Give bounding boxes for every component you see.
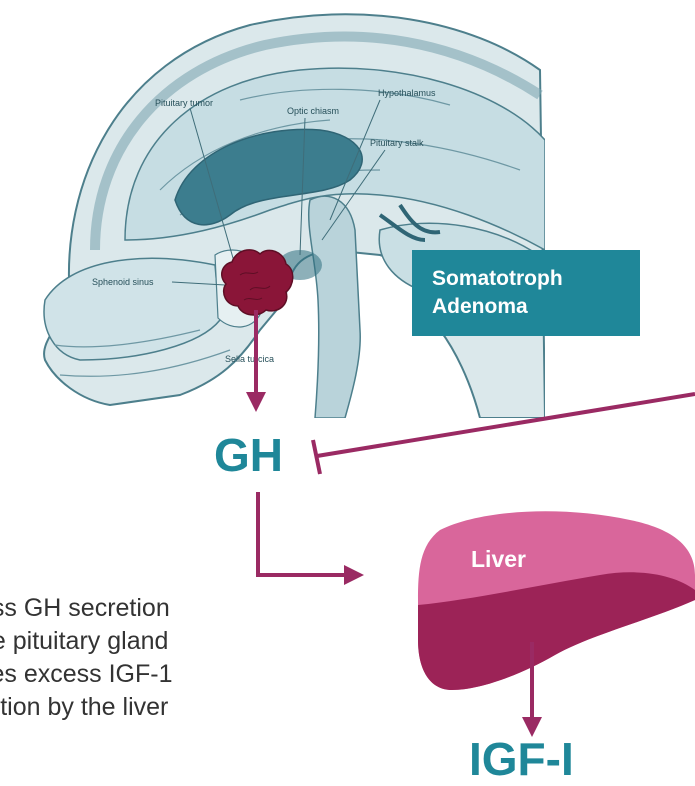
description-line-1: ess GH secretion: [0, 592, 338, 625]
description-line-4: retion by the liver: [0, 691, 338, 724]
arrow-gh-to-liver: [258, 492, 360, 575]
label-sella-turcica: Sella turcica: [225, 354, 274, 364]
label-optic-chiasm: Optic chiasm: [287, 106, 339, 116]
description-text: ess GH secretion he pituitary gland ses …: [0, 592, 338, 724]
tumor-icon: [222, 250, 293, 315]
label-hypothalamus: Hypothalamus: [378, 88, 436, 98]
description-line-3: ses excess IGF-1: [0, 658, 338, 691]
liver-label: Liver: [471, 546, 526, 572]
label-sphenoid-sinus: Sphenoid sinus: [92, 277, 154, 287]
label-pituitary-tumor: Pituitary tumor: [155, 98, 213, 108]
gh-label: GH: [214, 428, 283, 482]
description-line-2: he pituitary gland: [0, 625, 338, 658]
head-illustration: Pituitary tumor Optic chiasm Hypothalamu…: [0, 0, 545, 418]
igf-label: IGF-I: [469, 732, 574, 786]
callout-line-1: Somatotroph: [432, 265, 640, 293]
label-pituitary-stalk: Pituitary stalk: [370, 138, 424, 148]
somatotroph-adenoma-callout: Somatotroph Adenoma: [412, 250, 640, 336]
callout-line-2: Adenoma: [432, 293, 640, 321]
